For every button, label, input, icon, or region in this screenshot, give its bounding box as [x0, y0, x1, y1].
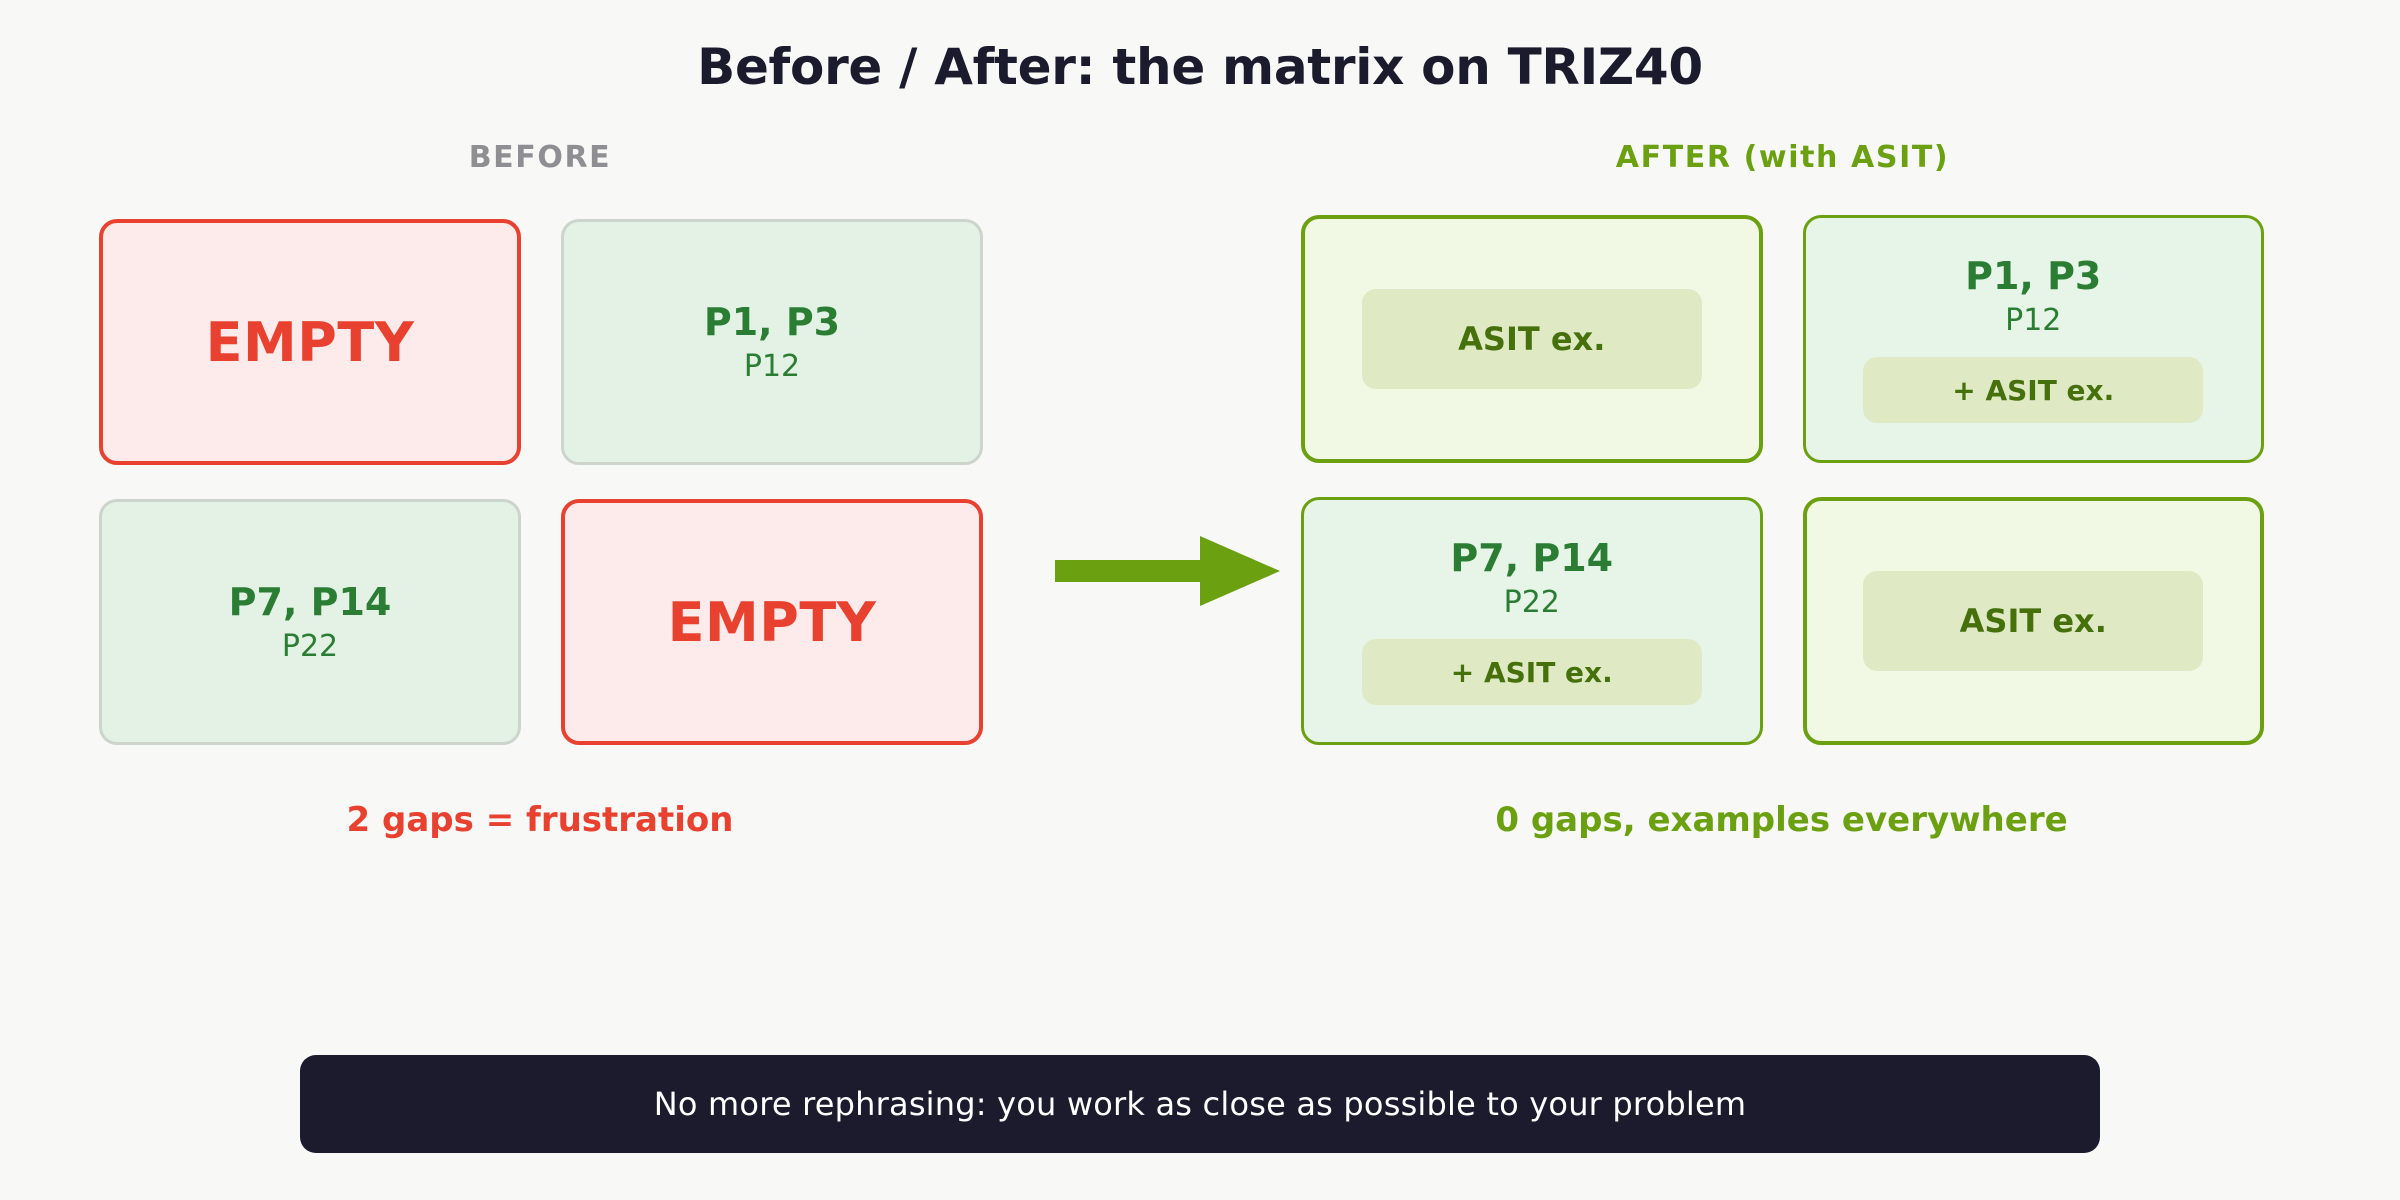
- after-cell-asit-ex-1: ASIT ex.: [1301, 215, 1763, 463]
- principles-label: P1, P3: [703, 299, 841, 344]
- after-matrix-grid: ASIT ex. P1, P3 P12 + ASIT ex. P7, P14 P…: [1301, 215, 2264, 745]
- banner-message: No more rephrasing: you work as close as…: [653, 1085, 1747, 1123]
- empty-label: EMPTY: [667, 590, 877, 654]
- after-cell-p1-p3: P1, P3 P12 + ASIT ex.: [1802, 215, 2264, 463]
- asit-example-badge: + ASIT ex.: [1863, 357, 2204, 424]
- parameter-label: P12: [743, 349, 801, 385]
- after-section-label: AFTER (with ASIT): [1615, 140, 1950, 175]
- principles-label: P7, P14: [1450, 535, 1614, 580]
- page-title: Before / After: the matrix on TRIZ40: [697, 38, 1703, 96]
- before-section-label: BEFORE: [468, 140, 612, 175]
- asit-example-badge: ASIT ex.: [1863, 571, 2204, 671]
- after-cell-asit-ex-2: ASIT ex.: [1802, 497, 2264, 745]
- principles-label: P7, P14: [228, 579, 392, 624]
- bottom-banner: No more rephrasing: you work as close as…: [300, 1055, 2100, 1153]
- before-caption: 2 gaps = frustration: [346, 800, 734, 840]
- after-cell-p7-p14: P7, P14 P22 + ASIT ex.: [1301, 497, 1763, 745]
- parameter-label: P12: [2005, 303, 2062, 339]
- before-cell-empty-2: EMPTY: [561, 499, 983, 745]
- empty-label: EMPTY: [205, 310, 415, 374]
- before-cell-empty-1: EMPTY: [99, 219, 521, 465]
- parameter-label: P22: [1503, 585, 1560, 621]
- principles-label: P1, P3: [1965, 253, 2102, 298]
- asit-example-badge: + ASIT ex.: [1361, 639, 1702, 706]
- after-caption: 0 gaps, examples everywhere: [1495, 800, 2068, 840]
- parameter-label: P22: [281, 629, 339, 665]
- before-matrix-grid: EMPTY P1, P3 P12 P7, P14 P22 EMPTY: [99, 219, 983, 745]
- arrow-right-icon: [1055, 530, 1285, 615]
- before-cell-p1-p3: P1, P3 P12: [561, 219, 983, 465]
- asit-example-badge: ASIT ex.: [1361, 289, 1702, 389]
- before-cell-p7-p14: P7, P14 P22: [99, 499, 521, 745]
